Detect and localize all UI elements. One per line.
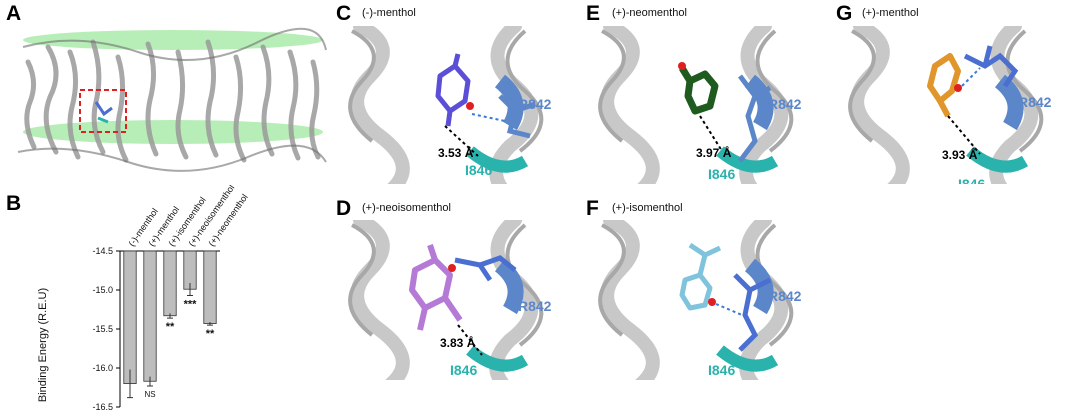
significance-label: ** xyxy=(206,328,215,340)
label-i846-c: I846 xyxy=(465,162,493,178)
label-r842-d: R842 xyxy=(518,298,552,314)
distance-label-e: 3.97 Å xyxy=(696,146,732,160)
bar xyxy=(163,250,177,317)
y-tick-label: -15.0 xyxy=(92,285,113,295)
error-bar xyxy=(187,282,193,296)
distance-label-d: 3.83 Å xyxy=(440,336,476,350)
y-tick-label: -16.0 xyxy=(92,363,113,373)
label-i846-g: I846 xyxy=(958,176,986,184)
label-i846-d: I846 xyxy=(450,362,478,378)
panel-d-title: (+)-neoisomenthol xyxy=(362,202,451,214)
error-bar xyxy=(207,321,213,326)
label-r842-e: R842 xyxy=(768,96,802,112)
distance-label-g: 3.93 Å xyxy=(942,148,978,162)
binding-energy-chart: Binding Energy (R.E.U) -14.5 -15.0 -15.5 -1… xyxy=(37,185,250,411)
y-tick-label: -16.5 xyxy=(92,402,113,411)
panel-f-title: (+)-isomenthol xyxy=(612,202,683,214)
panel-letter-g: G xyxy=(836,2,853,25)
error-bar xyxy=(147,376,153,387)
label-r842-f: R842 xyxy=(768,288,802,304)
bar xyxy=(123,250,137,385)
y-tick-label: -15.5 xyxy=(92,324,113,334)
significance-label: *** xyxy=(184,298,198,310)
significance-label: NS xyxy=(144,390,155,399)
label-i846-e: I846 xyxy=(708,166,736,182)
panel-letter-a: A xyxy=(6,2,22,25)
panel-letter-b: B xyxy=(6,192,22,215)
bar xyxy=(143,250,157,382)
error-bar xyxy=(127,369,133,399)
docking-view-e: R842 I846 3.97 Å xyxy=(590,26,825,184)
panel-letter-d: D xyxy=(336,197,352,220)
label-r842-c: R842 xyxy=(518,96,552,112)
membrane-structure-image xyxy=(8,22,328,172)
significance-label: ** xyxy=(166,321,175,333)
label-r842-g: R842 xyxy=(1018,94,1052,110)
panel-g-title: (+)-menthol xyxy=(862,7,919,19)
panel-c-title: (-)-menthol xyxy=(362,7,416,19)
panel-letter-c: C xyxy=(336,2,352,25)
docking-view-g: R842 I846 3.93 Å xyxy=(840,26,1070,184)
bar xyxy=(203,250,217,324)
label-i846-f: I846 xyxy=(708,362,736,378)
y-axis-label: Binding Energy (R.E.U) xyxy=(37,288,49,402)
y-tick-label: -14.5 xyxy=(92,246,113,256)
docking-view-f: R842 I846 xyxy=(590,220,825,380)
panel-letter-e: E xyxy=(586,2,601,25)
docking-view-d: R842 I846 3.83 Å xyxy=(340,220,575,380)
panel-letter-f: F xyxy=(586,197,599,220)
panel-e-title: (+)-neomenthol xyxy=(612,7,687,19)
docking-view-c: R842 I846 3.53 Å xyxy=(340,26,575,184)
error-bar xyxy=(167,313,173,319)
distance-label-c: 3.53 Å xyxy=(438,146,474,160)
